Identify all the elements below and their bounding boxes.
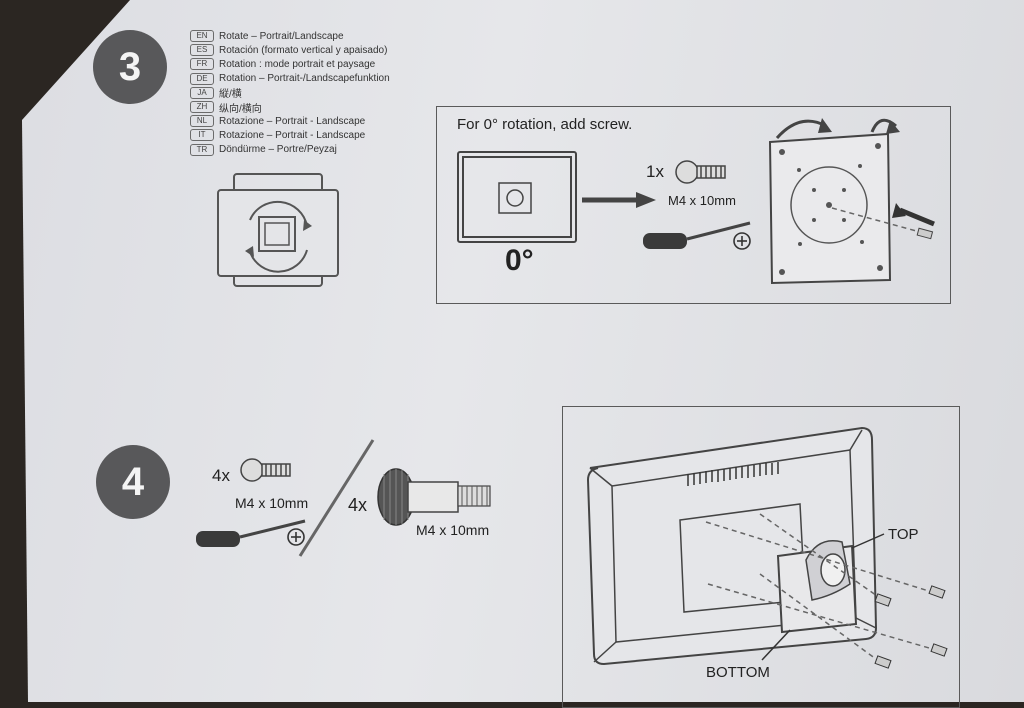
lang-row-zh: ZH 纵向/横向 xyxy=(190,100,390,115)
lang-code: NL xyxy=(190,115,214,128)
step-4-number: 4 xyxy=(121,459,145,504)
lang-code: ES xyxy=(190,44,214,57)
monitor-icon xyxy=(457,151,577,243)
lang-text: Rotation : mode portrait et paysage xyxy=(219,58,376,70)
angle-label: 0° xyxy=(505,244,534,277)
landscape-outline xyxy=(217,189,339,277)
lang-text: Rotation – Portrait-/Landscapefunktion xyxy=(219,73,390,85)
step4-screw-quantity: 4x xyxy=(212,466,230,485)
lang-text: Rotación (formato vertical y apaisado) xyxy=(219,44,388,56)
lang-text: 纵向/横向 xyxy=(219,103,262,115)
panel-instruction: For 0° rotation, add screw. xyxy=(457,116,633,133)
lang-text: 縦/横 xyxy=(219,89,242,101)
lang-code: ZH xyxy=(190,101,214,114)
thumbscrew-icon xyxy=(377,468,491,526)
rotate-arc-top xyxy=(249,200,308,227)
zero-rotation-panel xyxy=(436,106,951,304)
step-4-badge: 4 xyxy=(96,445,170,519)
screw-icon xyxy=(240,458,291,482)
lang-code: FR xyxy=(190,58,214,71)
lang-row-de: DE Rotation – Portrait-/Landscapefunktion xyxy=(190,72,390,86)
lang-code: DE xyxy=(190,72,214,85)
vesa-plate-icon xyxy=(498,182,532,214)
lang-row-fr: FR Rotation : mode portrait et paysage xyxy=(190,57,390,71)
rotate-arc-bottom xyxy=(249,249,308,273)
vent-slots xyxy=(687,462,779,486)
thumbscrew-size: M4 x 10mm xyxy=(416,522,490,538)
lang-row-nl: NL Rotazione – Portrait - Landscape xyxy=(190,114,390,128)
lang-code: TR xyxy=(190,143,214,156)
screw-icon xyxy=(675,160,726,184)
mount-plate xyxy=(258,216,296,252)
screw-size: M4 x 10mm xyxy=(668,193,736,208)
thumbscrew-quantity: 4x xyxy=(348,495,368,515)
bottom-label: BOTTOM xyxy=(706,664,770,681)
lang-text: Döndürme – Portre/Peyzaj xyxy=(219,144,337,156)
bottom-leader-line xyxy=(761,629,791,661)
divider-slash xyxy=(298,439,375,557)
lang-row-en: EN Rotate – Portrait/Landscape xyxy=(190,29,390,43)
language-list: EN Rotate – Portrait/Landscape ES Rotación… xyxy=(190,29,390,157)
step-3-badge: 3 xyxy=(93,30,167,104)
top-leader-line xyxy=(851,533,885,549)
lang-row-ja: JA 縦/横 xyxy=(190,86,390,100)
mount-plate-drawing xyxy=(768,118,935,285)
screw-quantity: 1x xyxy=(646,162,664,181)
step4-screw-size: M4 x 10mm xyxy=(235,495,309,511)
lang-text: Rotazione – Portrait - Landscape xyxy=(219,115,366,127)
lang-text: Rotazione – Portrait - Landscape xyxy=(219,129,366,141)
top-label: TOP xyxy=(888,526,919,543)
step-3-number: 3 xyxy=(118,44,142,89)
screwdriver-icon xyxy=(196,519,306,547)
vesa-mount-plate xyxy=(776,540,858,634)
lang-code: JA xyxy=(190,86,214,99)
screwdriver-icon xyxy=(643,221,751,249)
screw-guide-lines xyxy=(705,513,937,663)
phillips-plus-icon xyxy=(733,232,751,250)
lang-code: IT xyxy=(190,129,214,142)
phillips-plus-icon xyxy=(287,528,305,546)
lang-row-it: IT Rotazione – Portrait - Landscape xyxy=(190,128,390,142)
lang-row-es: ES Rotación (formato vertical y apaisado) xyxy=(190,43,390,57)
lang-row-tr: TR Döndürme – Portre/Peyzaj xyxy=(190,143,390,157)
lang-code: EN xyxy=(190,30,214,43)
screw-icons xyxy=(874,585,948,669)
lang-text: Rotate – Portrait/Landscape xyxy=(219,30,344,42)
